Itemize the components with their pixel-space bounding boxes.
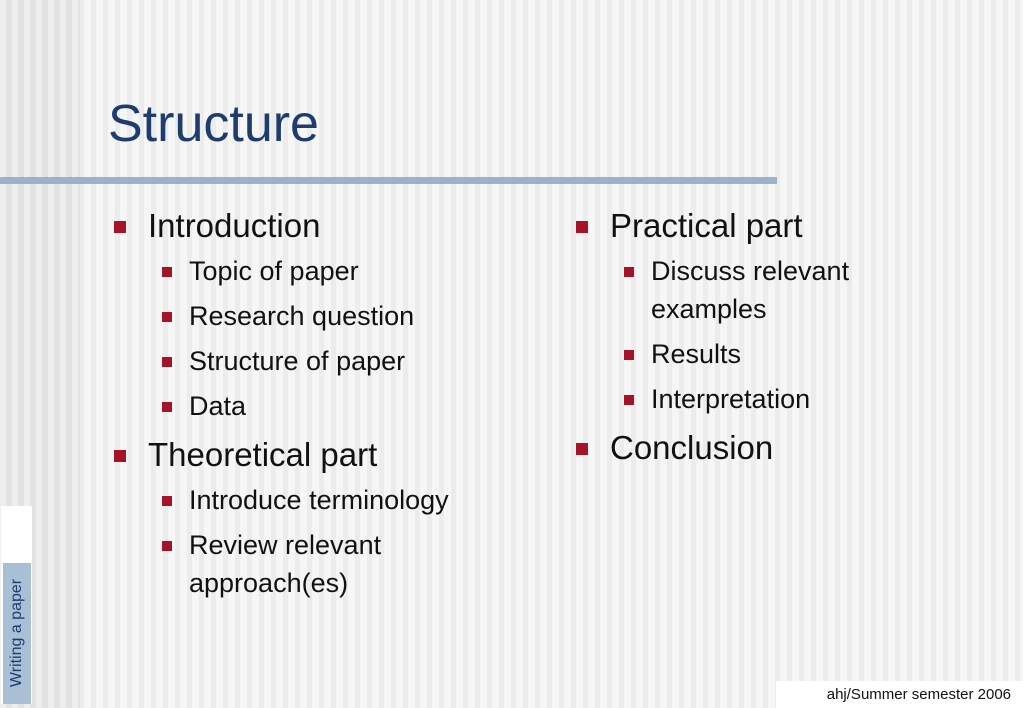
sub-bullet-research-question: Research question: [148, 297, 534, 335]
sub-bullet-label: Discuss relevant examples: [651, 256, 850, 324]
sub-bullet-label: Review relevant approach(es): [189, 530, 382, 598]
sub-bullet-label: Structure of paper: [189, 346, 406, 376]
bullet-label: Introduction: [148, 207, 321, 244]
square-bullet-icon: [114, 221, 126, 233]
square-bullet-icon: [162, 541, 172, 551]
sub-bullet-label: Introduce terminology: [189, 485, 449, 515]
square-bullet-icon: [624, 267, 634, 277]
square-bullet-icon: [162, 267, 172, 277]
bullet-introduction: Introduction Topic of paper Research que…: [114, 206, 534, 425]
sub-bullet-interpretation: Interpretation: [610, 380, 996, 418]
sub-bullet-introduce-terminology: Introduce terminology: [148, 481, 534, 519]
sub-bullet-label: Results: [651, 339, 742, 369]
bullet-practical-part: Practical part Discuss relevant examples…: [576, 206, 996, 418]
sub-bullet-structure-of-paper: Structure of paper: [148, 342, 534, 380]
square-bullet-icon: [114, 450, 126, 462]
square-bullet-icon: [576, 443, 588, 455]
bullet-label: Practical part: [610, 207, 803, 244]
title-underline-rule: [0, 177, 777, 184]
bullet-conclusion: Conclusion: [576, 428, 996, 468]
slide-title: Structure: [108, 95, 319, 153]
square-bullet-icon: [162, 496, 172, 506]
sub-bullet-label: Data: [189, 391, 247, 421]
sub-bullet-data: Data: [148, 387, 534, 425]
square-bullet-icon: [624, 350, 634, 360]
bullet-theoretical-part: Theoretical part Introduce terminology R…: [114, 435, 534, 602]
square-bullet-icon: [576, 221, 588, 233]
footer-text: ahj/Summer semester 2006: [776, 681, 1023, 708]
square-bullet-icon: [162, 357, 172, 367]
sub-bullet-list: Introduce terminology Review relevant ap…: [148, 481, 534, 602]
left-bullet-column: Introduction Topic of paper Research que…: [114, 206, 534, 612]
bullet-label: Conclusion: [610, 429, 774, 466]
sub-bullet-label: Topic of paper: [189, 256, 359, 286]
sub-bullet-review-relevant-approaches: Review relevant approach(es): [148, 526, 534, 602]
side-label-bar: [3, 563, 31, 704]
right-bullet-column: Practical part Discuss relevant examples…: [576, 206, 996, 470]
square-bullet-icon: [624, 395, 634, 405]
side-label-text: Writing a paper: [8, 578, 25, 688]
sub-bullet-topic-of-paper: Topic of paper: [148, 252, 534, 290]
sub-bullet-label: Interpretation: [651, 384, 811, 414]
sub-bullet-results: Results: [610, 335, 996, 373]
bullet-label: Theoretical part: [148, 436, 378, 473]
sub-bullet-discuss-relevant-examples: Discuss relevant examples: [610, 252, 996, 328]
sub-bullet-list: Topic of paper Research question Structu…: [148, 252, 534, 425]
square-bullet-icon: [162, 312, 172, 322]
sub-bullet-list: Discuss relevant examples Results Interp…: [610, 252, 996, 418]
square-bullet-icon: [162, 402, 172, 412]
sub-bullet-label: Research question: [189, 301, 415, 331]
